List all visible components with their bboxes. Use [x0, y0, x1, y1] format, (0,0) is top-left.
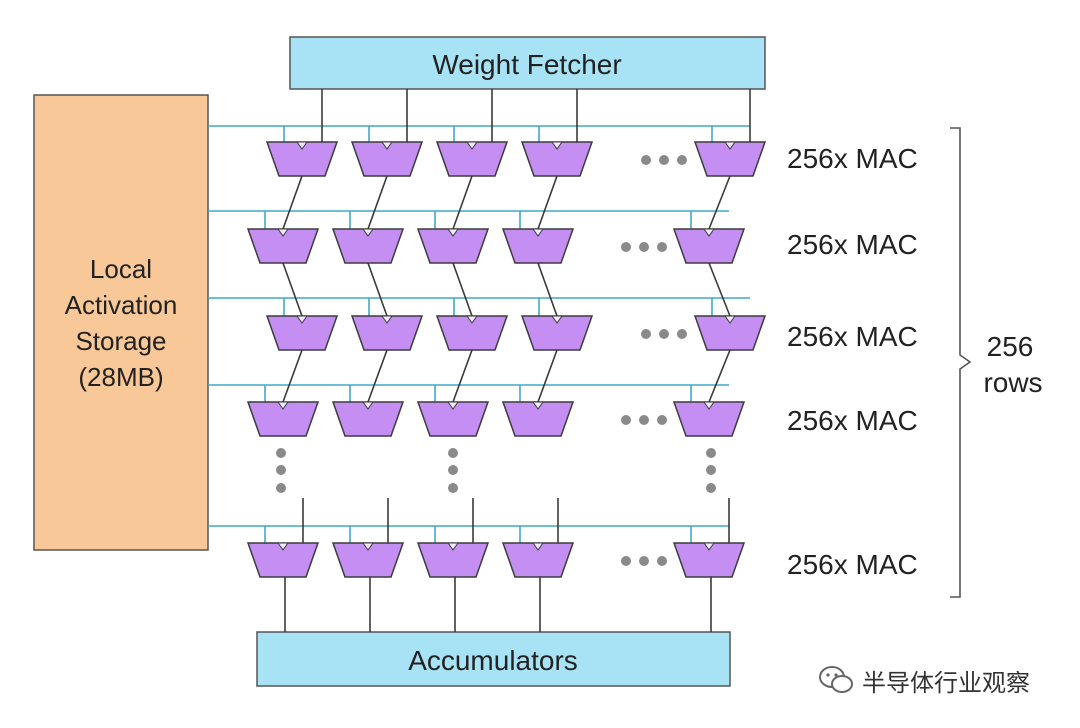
row-ellipsis-dot-r1-2: [659, 155, 669, 165]
column-ellipsis-dot-1-1: [276, 448, 286, 458]
sum-wire-r1-c3: [452, 175, 473, 230]
row-labels: 256x MAC 256x MAC 256x MAC 256x MAC 256x…: [787, 143, 918, 580]
row-ellipsis-dot-r3-3: [677, 329, 687, 339]
mac-unit-r3-c1: [265, 315, 339, 351]
mac-notch-r5-c5: [703, 542, 715, 551]
column-ellipsis-dot-3-1: [706, 448, 716, 458]
row-label-1: 256x MAC: [787, 143, 918, 174]
mac-unit-r4-c3: [416, 401, 490, 437]
wechat-icon: [819, 666, 853, 693]
mac-unit-r4-c2: [331, 401, 405, 437]
accumulators: Accumulators: [256, 631, 731, 687]
column-ellipsis-dot-2-2: [448, 465, 458, 475]
weight-fetcher-label: Weight Fetcher: [432, 49, 621, 80]
column-ellipsis-dot-3-3: [706, 483, 716, 493]
mac-unit-r1-c1: [265, 141, 339, 177]
row-ellipsis-dot-r5-1: [621, 556, 631, 566]
storage-label-line-4: (28MB): [78, 362, 163, 392]
row-ellipsis-dot-r3-2: [659, 329, 669, 339]
mac-unit-r4-c1: [246, 401, 320, 437]
row-ellipsis-dot-r4-2: [639, 415, 649, 425]
row-ellipsis-dot-r4-3: [657, 415, 667, 425]
local-activation-storage: Local Activation Storage (28MB): [33, 94, 209, 551]
mac-unit-r2-c1: [246, 228, 320, 264]
mac-unit-r1-c3: [435, 141, 509, 177]
mac-unit-r3-c4: [520, 315, 594, 351]
row-ellipsis-dot-r2-1: [621, 242, 631, 252]
mac-unit-r2-c3: [416, 228, 490, 264]
sum-wire-r3-c3: [452, 349, 473, 403]
mac-unit-r3-c5: [693, 315, 767, 351]
mac-unit-r5-c1: [246, 542, 320, 578]
mac-notch-r1-c2: [381, 141, 393, 150]
mac-unit-r5-c2: [331, 542, 405, 578]
column-ellipsis-dot-3-2: [706, 465, 716, 475]
brace-line: [950, 127, 972, 598]
brace-label-rows: rows: [983, 367, 1042, 398]
row-ellipsis-dot-r5-3: [657, 556, 667, 566]
mac-unit-r5-c5: [672, 542, 746, 578]
sum-wire-r3-c4: [537, 349, 558, 403]
mac-notch-r1-c1: [296, 141, 308, 150]
mac-array: [208, 89, 767, 632]
accumulators-label: Accumulators: [408, 645, 578, 676]
row-label-5: 256x MAC: [787, 549, 918, 580]
watermark-text: 半导体行业观察: [862, 668, 1030, 697]
mac-unit-r4-c5: [672, 401, 746, 437]
sum-wire-r3-c2: [367, 349, 388, 403]
mac-unit-r2-c5: [672, 228, 746, 264]
storage-label-line-2: Activation: [65, 290, 178, 320]
row-label-2: 256x MAC: [787, 229, 918, 260]
row-ellipsis-dot-r5-2: [639, 556, 649, 566]
column-ellipsis-dot-2-1: [448, 448, 458, 458]
brace-label-count: 256: [987, 331, 1034, 362]
row-ellipsis-dot-r2-2: [639, 242, 649, 252]
sum-wire-r1-c4: [537, 175, 558, 230]
sum-wire-r2-c3: [452, 262, 473, 317]
mac-notch-r5-c3: [447, 542, 459, 551]
mac-unit-r5-c4: [501, 542, 575, 578]
mac-notch-r5-c1: [277, 542, 289, 551]
rows-brace: 256 rows: [950, 127, 1043, 598]
sum-wire-r2-c5: [708, 262, 731, 317]
mac-unit-r1-c2: [350, 141, 424, 177]
sum-wire-r2-c4: [537, 262, 558, 317]
row-ellipsis-dot-r4-1: [621, 415, 631, 425]
sum-wire-r3-c5: [708, 349, 731, 403]
row-label-4: 256x MAC: [787, 405, 918, 436]
row-ellipsis-dot-r2-3: [657, 242, 667, 252]
mac-unit-r4-c4: [501, 401, 575, 437]
mac-notch-r5-c4: [532, 542, 544, 551]
sum-wire-r2-c1: [282, 262, 303, 317]
sum-wire-r2-c2: [367, 262, 388, 317]
sum-wire-r1-c2: [367, 175, 388, 230]
column-ellipsis-dot-1-2: [276, 465, 286, 475]
mac-unit-r3-c3: [435, 315, 509, 351]
mac-notch-r1-c4: [551, 141, 563, 150]
sum-wire-r1-c5: [708, 175, 731, 230]
mac-unit-r3-c2: [350, 315, 424, 351]
sum-wire-r3-c1: [282, 349, 303, 403]
weight-fetcher: Weight Fetcher: [289, 36, 766, 90]
watermark: 半导体行业观察: [818, 660, 1068, 700]
column-ellipsis-dot-2-3: [448, 483, 458, 493]
mac-unit-r1-c4: [520, 141, 594, 177]
row-label-3: 256x MAC: [787, 321, 918, 352]
mac-unit-r1-c5: [693, 141, 767, 177]
sum-wire-r1-c1: [282, 175, 303, 230]
mac-unit-r2-c2: [331, 228, 405, 264]
mac-unit-r2-c4: [501, 228, 575, 264]
mac-notch-r1-c3: [466, 141, 478, 150]
mac-unit-r5-c3: [416, 542, 490, 578]
row-ellipsis-dot-r3-1: [641, 329, 651, 339]
mac-notch-r1-c5: [724, 141, 736, 150]
row-ellipsis-dot-r1-1: [641, 155, 651, 165]
row-ellipsis-dot-r1-3: [677, 155, 687, 165]
storage-label-line-3: Storage: [75, 326, 166, 356]
column-ellipsis-dot-1-3: [276, 483, 286, 493]
storage-label-line-1: Local: [90, 254, 152, 284]
mac-notch-r5-c2: [362, 542, 374, 551]
